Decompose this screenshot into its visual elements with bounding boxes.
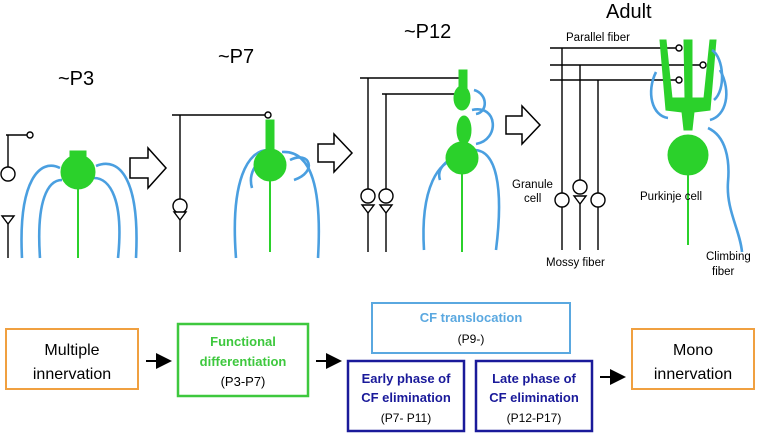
granule-cell-label-line1: Granule <box>512 179 553 191</box>
granule-cell-label-line2: cell <box>524 193 541 205</box>
late-phase-line2: CF elimination <box>489 390 579 405</box>
stage-arrow-2 <box>317 132 354 174</box>
early-phase-line2: CF elimination <box>361 390 451 405</box>
functional-differentiation-line2: differentiation <box>200 354 287 369</box>
late-phase-line3: (P12-P17) <box>507 411 562 425</box>
stage-p3-illustration <box>0 131 138 259</box>
climbing-fiber-label-line2: fiber <box>712 266 735 278</box>
cf-translocation-line1: CF translocation <box>420 310 523 325</box>
stage-arrow-3 <box>505 104 542 146</box>
stage-adult-illustration <box>550 39 744 253</box>
purkinje-cell-label: Purkinje cell <box>640 191 702 203</box>
early-phase-box <box>346 359 466 433</box>
climbing-fiber-label-line1: Climbing <box>706 251 751 263</box>
late-phase-line1: Late phase of <box>492 371 576 386</box>
early-phase-line3: (P7- P11) <box>381 411 431 425</box>
functional-differentiation-line1: Functional <box>210 334 276 349</box>
cf-translocation-box <box>371 302 571 354</box>
multiple-innervation-box <box>5 328 139 390</box>
parallel-fiber-label: Parallel fiber <box>566 32 630 44</box>
functional-differentiation-line3: (P3-P7) <box>221 374 266 389</box>
cf-translocation-line2: (P9-) <box>458 332 485 346</box>
stage-label-p12: ~P12 <box>404 21 451 43</box>
mossy-fiber-label: Mossy fiber <box>546 257 605 269</box>
multiple-innervation-line2: innervation <box>33 366 111 383</box>
multiple-innervation-line1: Multiple <box>44 342 99 359</box>
stage-label-p3: ~P3 <box>58 68 94 90</box>
mono-innervation-box <box>631 328 755 390</box>
mono-innervation-line1: Mono <box>673 342 713 359</box>
stage-label-adult: Adult <box>606 1 652 23</box>
stage-arrow-1 <box>129 146 168 190</box>
stage-label-p7: ~P7 <box>218 46 254 68</box>
early-phase-line1: Early phase of <box>362 371 452 386</box>
stage-p7-illustration <box>172 111 321 259</box>
stage-p12-illustration <box>360 69 501 252</box>
late-phase-box <box>474 359 594 433</box>
functional-differentiation-box <box>176 322 310 398</box>
mono-innervation-line2: innervation <box>654 366 732 383</box>
